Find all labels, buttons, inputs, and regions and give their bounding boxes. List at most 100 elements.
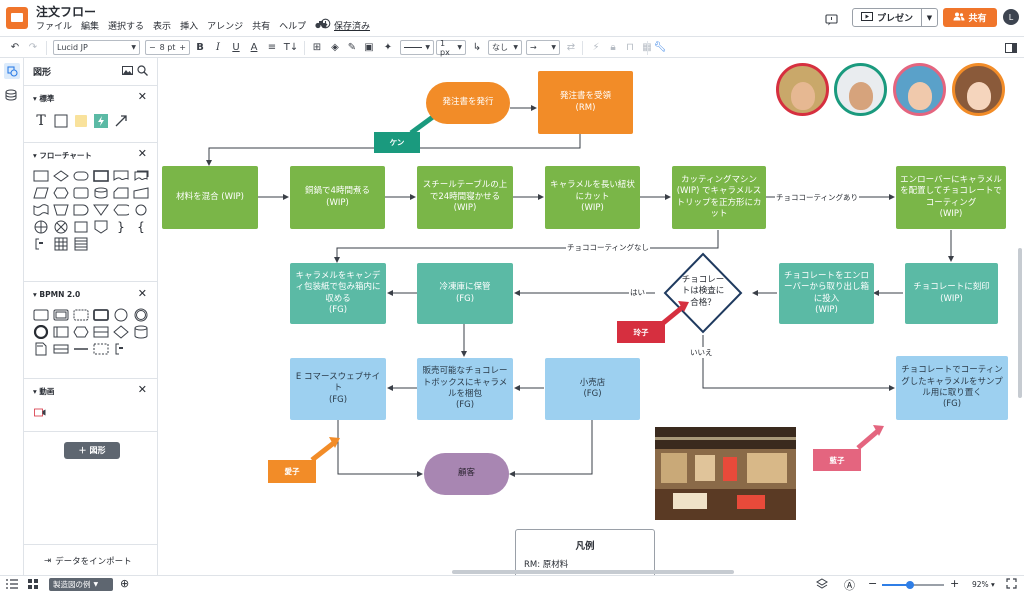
- vertical-scrollbar[interactable]: [1018, 248, 1022, 398]
- table-icon[interactable]: ⊞: [312, 42, 322, 53]
- arrow-line-shape-icon[interactable]: [113, 114, 129, 128]
- text-options-icon[interactable]: T↓: [283, 42, 299, 53]
- user-avatar[interactable]: L: [1003, 9, 1019, 25]
- increase-font-icon[interactable]: +: [179, 43, 186, 52]
- menu-insert[interactable]: 挿入: [180, 22, 199, 32]
- node-boil[interactable]: 銅鍋で4時間煮る (WIP): [290, 166, 385, 229]
- bpmn-message-flow-shape-icon[interactable]: [53, 342, 69, 356]
- node-cool[interactable]: スチールテーブルの上で24時間寝かせる (WIP): [417, 166, 513, 229]
- bpmn-data-store-shape-icon[interactable]: [133, 325, 149, 339]
- manual-input-shape-icon[interactable]: [133, 186, 149, 200]
- underline-icon[interactable]: U: [232, 42, 240, 53]
- rectangle-shape-icon[interactable]: [53, 114, 69, 128]
- page-tab[interactable]: 製造図の例 ▼: [49, 578, 113, 591]
- arrow-start-select[interactable]: なし ▼: [488, 40, 522, 55]
- list-shape-icon[interactable]: [73, 237, 89, 251]
- legend-box[interactable]: 凡例 RM: 原材料: [515, 529, 655, 575]
- off-page-shape-icon[interactable]: [93, 220, 109, 234]
- redo-icon[interactable]: ↷: [28, 42, 38, 53]
- note-shape-icon[interactable]: [73, 114, 89, 128]
- punched-tape-shape-icon[interactable]: [33, 203, 49, 217]
- manual-operation-shape-icon[interactable]: [53, 203, 69, 217]
- collate-shape-icon[interactable]: [73, 220, 89, 234]
- text-shape-icon[interactable]: T: [36, 113, 46, 129]
- import-data-button[interactable]: ⇥ データをインポート: [44, 555, 132, 567]
- add-page-icon[interactable]: ⊕: [120, 577, 130, 590]
- node-freezer[interactable]: 冷凍庫に保管 (FG): [417, 263, 513, 324]
- flash-shape-icon[interactable]: [93, 114, 109, 128]
- edge-label-yes[interactable]: はい: [629, 287, 646, 298]
- bold-icon[interactable]: B: [196, 42, 204, 53]
- node-customer[interactable]: 顧客: [424, 453, 509, 495]
- bpmn-end-event-shape-icon[interactable]: [33, 325, 49, 339]
- node-receive-po[interactable]: 発注書を受領 (RM): [538, 71, 633, 134]
- font-size-stepper[interactable]: − 8 pt +: [145, 40, 190, 55]
- database-shape-icon[interactable]: [93, 186, 109, 200]
- node-enrober[interactable]: エンローバーにキャラメルを配置してチョコレートでコーティング (WIP): [896, 166, 1006, 229]
- zoom-slider[interactable]: [882, 581, 944, 589]
- menu-arrange[interactable]: アレンジ: [207, 22, 244, 32]
- menu-file[interactable]: ファイル: [36, 22, 73, 32]
- zoom-in-icon[interactable]: +: [950, 577, 960, 590]
- bpmn-lane-divider-shape-icon[interactable]: [73, 342, 89, 356]
- brace-note-shape-icon[interactable]: {: [137, 220, 145, 234]
- bpmn-group-shape-icon[interactable]: [73, 308, 89, 322]
- data-shape-icon[interactable]: [33, 186, 49, 200]
- card-shape-icon[interactable]: [113, 186, 129, 200]
- edge-label-with-choco[interactable]: チョココーティングあり: [775, 192, 860, 203]
- save-status-text[interactable]: 保存済み: [334, 21, 371, 32]
- annotation-shape-icon[interactable]: [33, 237, 49, 251]
- fullscreen-icon[interactable]: [1006, 578, 1017, 591]
- video-shape-icon[interactable]: [34, 407, 46, 419]
- node-sample[interactable]: チョコレートでコーティングしたキャラメルをサンプル用に取り置く (FG): [896, 356, 1008, 420]
- bpmn-intermediate-event-shape-icon[interactable]: [133, 308, 149, 322]
- brace-shape-icon[interactable]: }: [117, 220, 125, 234]
- node-mix[interactable]: 材料を混合 (WIP): [162, 166, 258, 229]
- bpmn-pool-shape-icon[interactable]: [53, 325, 69, 339]
- bpmn-call-activity-shape-icon[interactable]: [93, 308, 109, 322]
- section-bpmn-header[interactable]: ▾ BPMN 2.0: [33, 290, 81, 299]
- bpmn-conversation-shape-icon[interactable]: [73, 325, 89, 339]
- page-grid-icon[interactable]: [28, 579, 38, 591]
- merge-shape-icon[interactable]: [93, 203, 109, 217]
- close-icon[interactable]: ✕: [137, 90, 147, 103]
- node-stamp[interactable]: チョコレートに刻印 (WIP): [905, 263, 998, 324]
- rounded-rectangle-shape-icon[interactable]: [73, 186, 89, 200]
- font-size-value[interactable]: 8 pt: [159, 43, 176, 52]
- summing-junction-shape-icon[interactable]: [53, 220, 69, 234]
- store-photo[interactable]: [655, 427, 796, 520]
- close-icon[interactable]: ✕: [137, 147, 147, 160]
- node-take-out[interactable]: チョコレートをエンローバーから取り出し箱に投入 (WIP): [779, 263, 874, 324]
- node-retail[interactable]: 小売店 (FG): [545, 358, 640, 420]
- unlock-icon[interactable]: ⊓: [626, 42, 634, 53]
- document-shape-icon[interactable]: [113, 169, 129, 183]
- line-width-select[interactable]: 1 px ▼: [436, 39, 466, 57]
- layers-tab-icon[interactable]: [5, 86, 17, 105]
- bpmn-annotation-shape-icon[interactable]: [113, 342, 129, 356]
- section-video-header[interactable]: ▾ 動画: [33, 387, 55, 396]
- line-style-select[interactable]: ▼: [400, 40, 434, 55]
- shape-style-icon[interactable]: ▣: [364, 42, 374, 53]
- edge-label-without-choco[interactable]: チョココーティングなし: [566, 242, 651, 253]
- layers-icon[interactable]: [816, 578, 828, 592]
- group-icon[interactable]: ▦: [641, 40, 653, 55]
- comment-icon[interactable]: [825, 11, 838, 30]
- horizontal-scrollbar[interactable]: [452, 570, 734, 574]
- bpmn-gateway-shape-icon[interactable]: [113, 325, 129, 339]
- edge-label-no[interactable]: いいえ: [689, 347, 714, 358]
- bpmn-subprocess-shape-icon[interactable]: [53, 308, 69, 322]
- bpmn-text-annotation-shape-icon[interactable]: [93, 342, 109, 356]
- collaborator-avatar-2[interactable]: [834, 63, 887, 116]
- hexagon-shape-icon[interactable]: [53, 186, 69, 200]
- swap-arrows-icon[interactable]: ⇄: [566, 42, 576, 53]
- menu-help[interactable]: ヘルプ: [279, 22, 307, 32]
- flash-icon[interactable]: ⚡: [592, 42, 600, 53]
- magic-wand-icon[interactable]: ✦: [383, 42, 393, 53]
- decision-diamond[interactable]: [663, 252, 743, 334]
- shapes-tab-icon[interactable]: [4, 63, 20, 79]
- or-shape-icon[interactable]: [33, 220, 49, 234]
- node-ecommerce[interactable]: E コマースウェブサイト (FG): [290, 358, 386, 420]
- chevron-down-icon[interactable]: ▼: [93, 581, 99, 588]
- node-cut-long[interactable]: キャラメルを長い紐状にカット (WIP): [545, 166, 640, 229]
- arrow-end-select[interactable]: → ▼: [526, 40, 560, 55]
